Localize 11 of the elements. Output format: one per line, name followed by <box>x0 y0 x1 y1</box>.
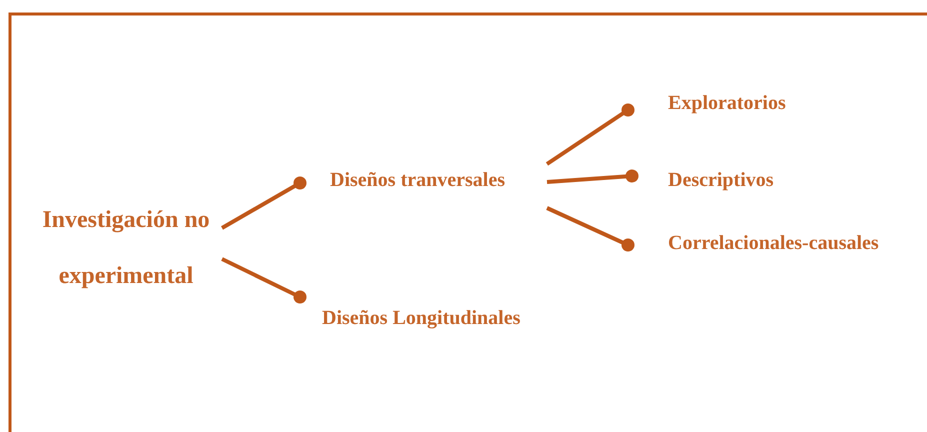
node-label: Diseños tranversales <box>330 168 505 193</box>
connector-line <box>221 257 306 304</box>
node-label: Correlacionales-causales <box>668 231 879 256</box>
node-label: Diseños Longitudinales <box>322 306 520 331</box>
connector-line <box>221 176 306 230</box>
connector-line <box>546 104 634 166</box>
connector-line <box>546 206 634 252</box>
node-label: Investigación no experimental <box>41 206 211 291</box>
node-label: Exploratorios <box>668 91 786 116</box>
node-label: Descriptivos <box>668 168 774 193</box>
connector-line <box>546 170 638 184</box>
